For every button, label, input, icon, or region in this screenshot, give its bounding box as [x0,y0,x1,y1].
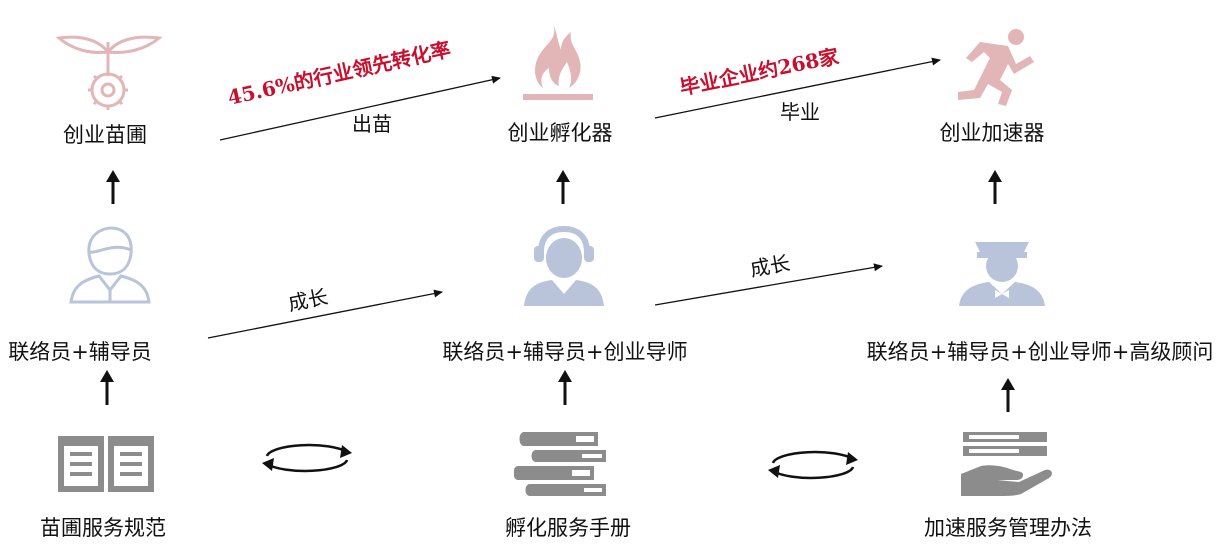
staff-label-accelerator: 联络员+辅导员+创业导师+高级顾问 [866,340,1214,364]
running-man-icon [958,29,1034,106]
up-arrow [556,170,570,204]
headset-person-icon [524,226,604,306]
arrow-incubator-to-accelerator [654,57,941,119]
up-arrow [106,170,120,204]
person-icon [69,226,151,304]
cycle-arrows-icon [262,443,352,473]
doc-label-accelerator: 加速服务管理办法 [924,516,1092,540]
transition-label-graduate: 毕业 [780,100,820,124]
arrow-staff-growth-2 [654,263,883,306]
stage-label-nursery: 创业苗圃 [63,123,147,147]
growth-label: 成长 [748,250,792,282]
open-book-icon [58,436,154,492]
doc-label-incubator: 孵化服务手册 [505,516,631,540]
doc-label-nursery: 苗圃服务规范 [40,516,166,540]
gear-sprout-icon [55,35,163,110]
up-arrow [558,370,572,405]
arrow-staff-growth-1 [207,289,443,339]
flame-icon [523,24,593,100]
cycle-arrows-icon [768,450,858,480]
stage-label-accelerator: 创业加速器 [939,121,1045,145]
officer-person-icon [959,242,1045,306]
arrow-nursery-to-incubator [219,75,501,141]
up-arrow [100,370,114,405]
transition-label-sprout: 出苗 [352,112,392,136]
up-arrow [988,170,1002,204]
stage-label-incubator: 创业孵化器 [507,121,613,145]
book-stack-icon [514,432,606,496]
up-arrow [1001,378,1015,412]
staff-label-incubator: 联络员+辅导员+创业导师 [442,340,688,364]
hand-document-icon [961,432,1052,496]
staff-label-nursery: 联络员+辅导员 [8,340,152,364]
